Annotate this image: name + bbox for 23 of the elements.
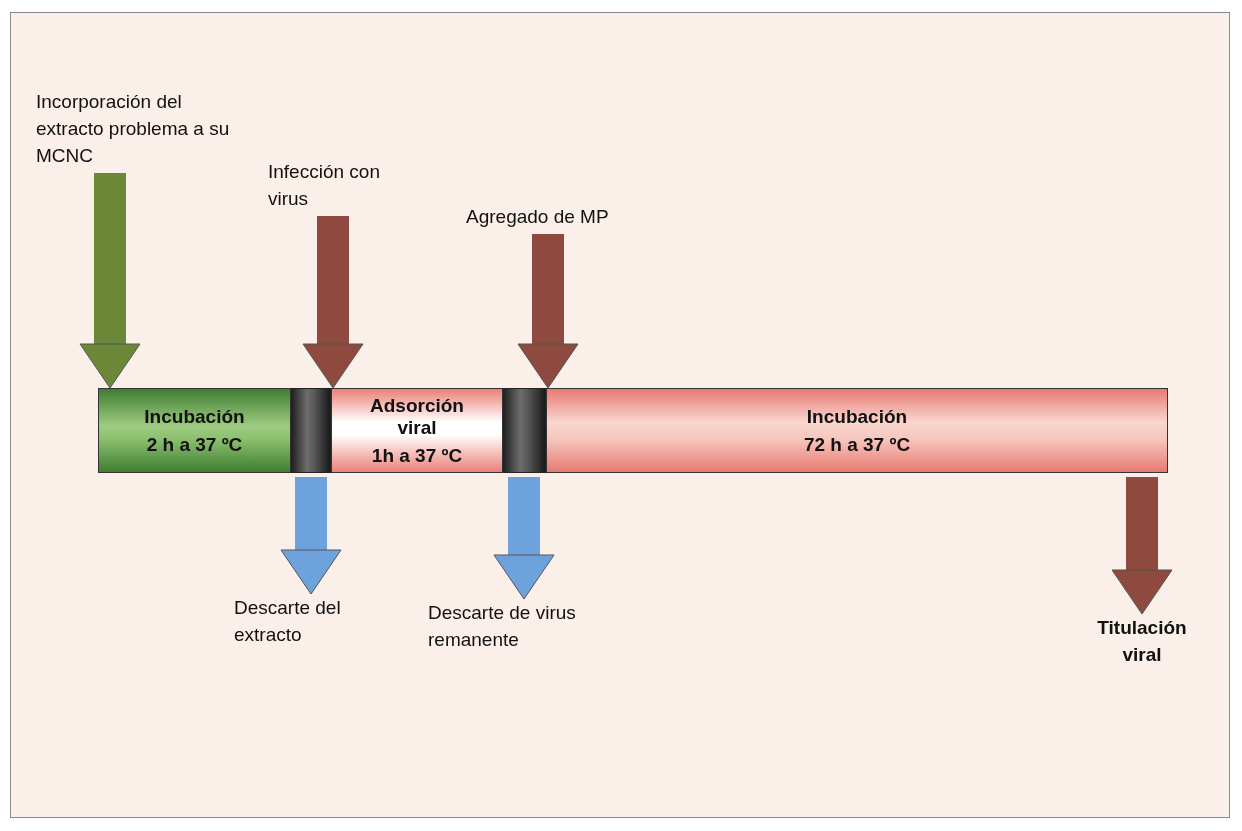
block-arrow [517, 234, 579, 389]
step-label: Agregado de MP [466, 203, 656, 230]
step-label: Descarte del extracto [234, 594, 369, 648]
step-label: Infección con virus [268, 158, 418, 212]
segment-title: Incubación [144, 405, 245, 428]
block-arrow [1111, 477, 1173, 615]
timeline-segment [546, 388, 1168, 473]
segment-title: Incubación [806, 405, 908, 428]
block-arrow [302, 216, 364, 389]
segment-duration: 1h a 37 ºC [371, 444, 463, 467]
block-arrow [280, 477, 342, 595]
block-arrow [493, 477, 555, 600]
separator-bar [503, 388, 546, 473]
block-arrow [79, 173, 141, 389]
timeline-segment [98, 388, 291, 473]
step-label: Incorporación del extracto problema a su MCNC [36, 88, 251, 169]
separator-bar [291, 388, 331, 473]
segment-duration: 2 h a 37 ºC [146, 433, 243, 456]
segment-title: Adsorción viral [369, 394, 465, 439]
step-label: Titulación viral [1082, 614, 1202, 668]
timeline-segment [331, 388, 503, 473]
segment-duration: 72 h a 37 ºC [803, 433, 911, 456]
step-label: Descarte de virus remanente [428, 599, 613, 653]
